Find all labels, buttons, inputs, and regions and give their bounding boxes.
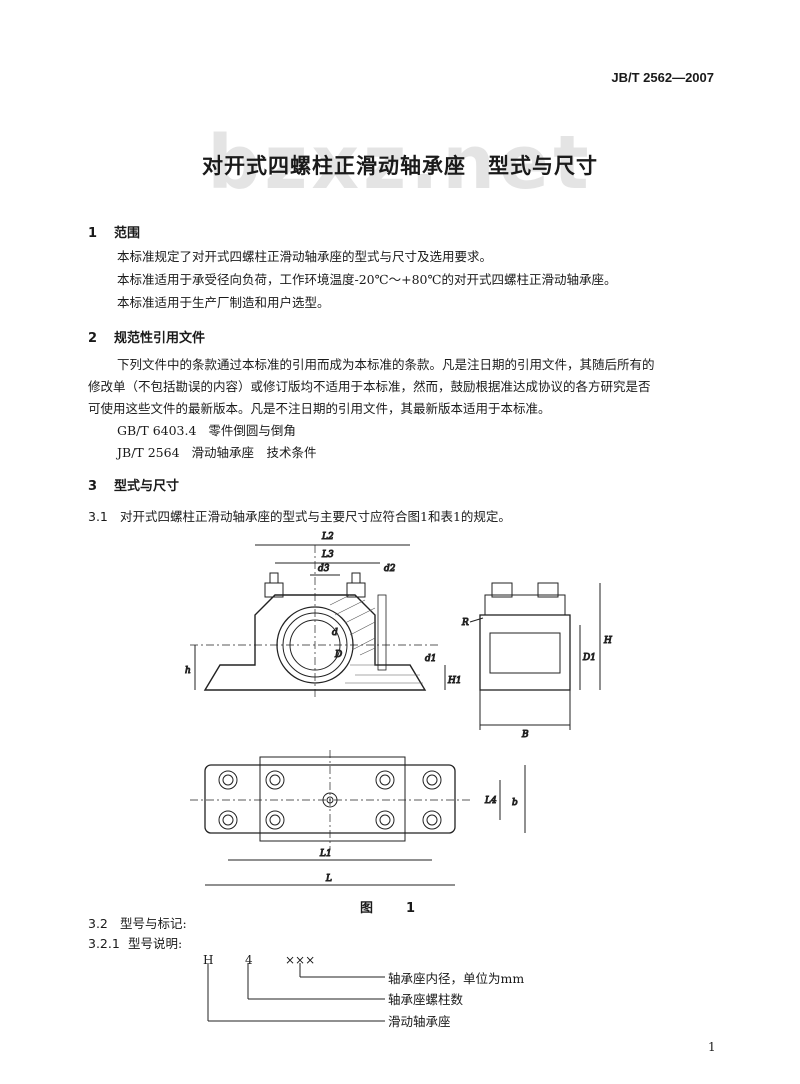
reference-2: JB/T 2564 滑动轴承座 技术条件 (117, 444, 316, 461)
label-B: B (521, 730, 529, 740)
label-H1: H1 (447, 676, 462, 686)
label-L4: L4 (484, 796, 497, 806)
watermark: bzxz.net (207, 120, 593, 206)
front-view: L2 L3 d3 d2 d D d1 h H1 (185, 532, 462, 700)
section-1-line-1: 本标准规定了对开式四螺柱正滑动轴承座的型式与尺寸及选用要求。 (117, 249, 493, 264)
side-view: B D1 H R (461, 582, 613, 741)
figure-caption: 图 1 (360, 901, 426, 916)
label-L3: L3 (321, 550, 334, 560)
label-d1: d1 (425, 654, 437, 664)
title-part-1: 对开式四螺柱正滑动轴承座 (202, 154, 466, 178)
label-D: D (334, 650, 342, 660)
section-1-line-2: 本标准适用于承受径向负荷，工作环境温度-20℃～+80℃的对开式四螺柱正滑动轴承… (117, 272, 617, 287)
label-b: b (512, 798, 518, 808)
label-L1: L1 (319, 849, 332, 859)
model-code-diagram (207, 963, 385, 1022)
plan-view: L4 b L1 L (190, 750, 526, 886)
label-h: h (185, 666, 191, 676)
label-H: H (603, 636, 612, 646)
page-number: 1 (708, 1040, 716, 1054)
label-d2: d2 (384, 564, 396, 574)
section-2-para-line-2: 修改单（不包括勘误的内容）或修订版均不适用于本标准，然而，鼓励根据准达成协议的各… (88, 379, 651, 394)
label-D1: D1 (582, 653, 596, 663)
title-part-2: 型式与尺寸 (488, 154, 598, 178)
label-d: d (332, 628, 338, 638)
label-R: R (461, 618, 469, 628)
page-title: 对开式四螺柱正滑动轴承座型式与尺寸 (0, 150, 800, 180)
section-2-para-line-1: 下列文件中的条款通过本标准的引用而成为本标准的条款。凡是注日期的引用文件，其随后… (117, 357, 655, 372)
model-code-letter-1: H (203, 953, 214, 967)
label-L: L (325, 874, 332, 884)
section-2-para-line-3: 可使用这些文件的最新版本。凡是不注日期的引用文件，其最新版本适用于本标准。 (88, 401, 551, 416)
label-d3: d3 (318, 564, 330, 574)
section-1-line-3: 本标准适用于生产厂制造和用户选型。 (117, 295, 330, 310)
model-code-meaning-3: 滑动轴承座 (388, 1014, 451, 1029)
standard-number: JB/T 2562—2007 (611, 70, 714, 85)
figure-1-drawing: L2 L3 d3 d2 d D d1 h H1 B D1 H R (185, 532, 613, 886)
label-L2: L2 (321, 532, 334, 542)
model-code-letter-3: ××× (285, 953, 316, 967)
reference-1: GB/T 6403.4 零件倒圆与倒角 (117, 422, 296, 439)
model-code-letter-2: 4 (245, 953, 253, 967)
reference-name: 零件倒圆与倒角 (208, 423, 296, 438)
reference-name: 滑动轴承座 技术条件 (191, 445, 317, 460)
model-code-meaning-2: 轴承座螺柱数 (388, 992, 464, 1007)
model-code-meaning-1: 轴承座内径，单位为mm (388, 971, 525, 986)
reference-code: JB/T 2564 (117, 445, 180, 460)
reference-code: GB/T 6403.4 (117, 423, 197, 438)
